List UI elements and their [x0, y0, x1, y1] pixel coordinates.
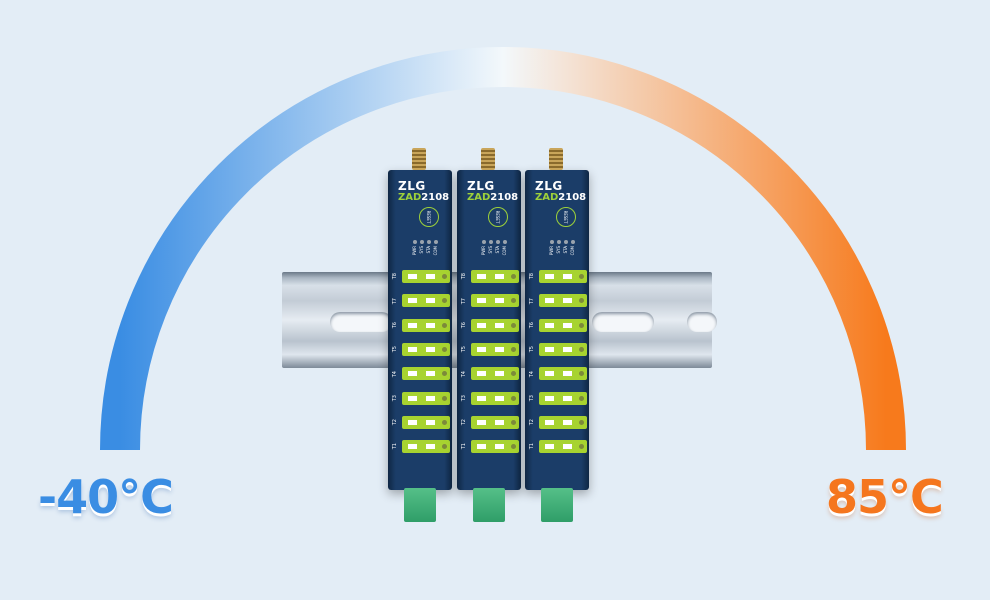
brand-logo: ZLG [535, 179, 563, 193]
led-indicator: STA [563, 240, 568, 255]
channel-port: T6 [529, 318, 587, 333]
brand-logo: ZLG [467, 179, 495, 193]
channel-port: T4 [529, 366, 587, 381]
led-indicator: SYS [419, 240, 424, 255]
led-indicator: PWR [412, 240, 417, 255]
channel-port: T8 [461, 269, 519, 284]
channel-port: T4 [461, 366, 519, 381]
reset-button[interactable]: RESET [419, 207, 439, 227]
channel-port: T1 [529, 439, 587, 454]
reset-button[interactable]: RESET [556, 207, 576, 227]
channel-port: T5 [461, 342, 519, 357]
channel-port: T1 [461, 439, 519, 454]
led-indicator: PWR [481, 240, 486, 255]
channel-port: T4 [392, 366, 450, 381]
terminal-block [541, 488, 573, 522]
model-label: ZAD2108 [535, 192, 587, 203]
channel-port: T5 [529, 342, 587, 357]
channel-port: T1 [392, 439, 450, 454]
led-indicator: STA [495, 240, 500, 255]
channel-port: T2 [461, 415, 519, 430]
led-indicator: COM [502, 240, 507, 255]
channel-port: T6 [461, 318, 519, 333]
model-label: ZAD2108 [398, 192, 450, 203]
model-label: ZAD2108 [467, 192, 519, 203]
channel-port: T7 [461, 293, 519, 308]
channel-port: T3 [529, 391, 587, 406]
max-temperature: 85°C [826, 470, 944, 524]
antenna-connector [412, 148, 426, 170]
led-indicator: STA [426, 240, 431, 255]
led-indicator: SYS [488, 240, 493, 255]
antenna-connector [481, 148, 495, 170]
channel-port: T8 [529, 269, 587, 284]
channel-port: T7 [529, 293, 587, 308]
min-temperature: -40°C [38, 470, 174, 524]
channel-port: T8 [392, 269, 450, 284]
channel-port: T7 [392, 293, 450, 308]
terminal-block [404, 488, 436, 522]
terminal-block [473, 488, 505, 522]
channel-port: T3 [461, 391, 519, 406]
channel-port: T2 [529, 415, 587, 430]
channel-port: T5 [392, 342, 450, 357]
channel-port: T6 [392, 318, 450, 333]
brand-logo: ZLG [398, 179, 426, 193]
reset-button[interactable]: RESET [488, 207, 508, 227]
led-indicator: SYS [556, 240, 561, 255]
led-indicator: PWR [549, 240, 554, 255]
led-indicator: COM [570, 240, 575, 255]
channel-port: T2 [392, 415, 450, 430]
led-indicator: COM [433, 240, 438, 255]
channel-port: T3 [392, 391, 450, 406]
antenna-connector [549, 148, 563, 170]
